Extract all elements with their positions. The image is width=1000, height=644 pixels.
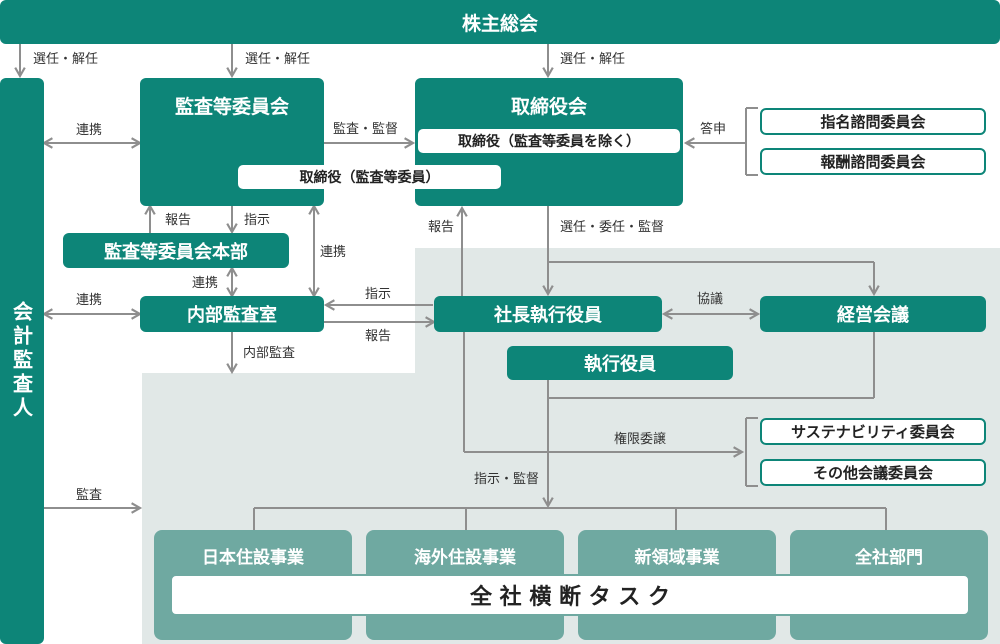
- directors-audit-box: 取締役（監査等委員）: [238, 165, 501, 189]
- internal-audit-box: 内部監査室: [140, 296, 324, 332]
- sustainability-committee-box: サステナビリティ委員会: [760, 418, 986, 445]
- directors-excluding-audit-box: 取締役（監査等委員を除く）: [418, 129, 680, 153]
- nomination-committee-box: 指名諮問委員会: [760, 108, 986, 135]
- elect-delegate-supervise-label: 選任・委任・監督: [560, 220, 665, 235]
- report-label: 報告: [365, 329, 392, 344]
- coop-label: 連携: [76, 123, 103, 138]
- audit-supervise-label: 監査・監督: [333, 122, 399, 137]
- other-committees-box: その他会議委員会: [760, 459, 986, 486]
- board-label: 取締役会: [510, 96, 587, 118]
- business-unit-label: 新領域事業: [634, 548, 720, 568]
- elect-label: 選任・解任: [33, 52, 99, 67]
- cross-functional-task-box: 全 社 横 断 タ ス ク: [170, 574, 970, 616]
- business-unit-label: 海外住設事業: [414, 548, 516, 568]
- instruct-label: 指示: [244, 213, 271, 228]
- elect-label: 選任・解任: [560, 52, 626, 67]
- executive-officers-box: 執行役員: [507, 346, 733, 380]
- president-box: 社長執行役員: [434, 296, 662, 332]
- internal-audit-flow-label: 内部監査: [243, 346, 296, 361]
- shareholders-meeting-box: 株主総会: [0, 0, 1000, 44]
- report-answer-label: 答申: [700, 122, 727, 137]
- delegation-label: 権限委譲: [614, 432, 667, 447]
- compensation-committee-box: 報酬諮問委員会: [760, 148, 986, 175]
- instruct-label: 指示: [365, 287, 392, 302]
- instruct-supervise-label: 指示・監督: [474, 472, 540, 487]
- audit-committee-label: 監査等委員会: [174, 96, 289, 118]
- business-unit-label: 日本住設事業: [202, 548, 304, 568]
- report-label: 報告: [428, 220, 455, 235]
- elect-label: 選任・解任: [245, 52, 311, 67]
- management-meeting-box: 経営会議: [760, 296, 986, 332]
- accounting-auditor-label: 会計監査人: [9, 301, 34, 421]
- accounting-auditor-box: 会計監査人: [0, 78, 44, 644]
- consult-label: 協議: [697, 292, 724, 307]
- audit-committee-office-box: 監査等委員会本部: [63, 233, 289, 268]
- coop-label: 連携: [76, 293, 103, 308]
- report-label: 報告: [165, 213, 192, 228]
- audit-label: 監査: [76, 488, 103, 503]
- business-unit-label: 全社部門: [855, 548, 923, 568]
- coop-label: 連携: [320, 245, 347, 260]
- coop-label: 連携: [192, 276, 219, 291]
